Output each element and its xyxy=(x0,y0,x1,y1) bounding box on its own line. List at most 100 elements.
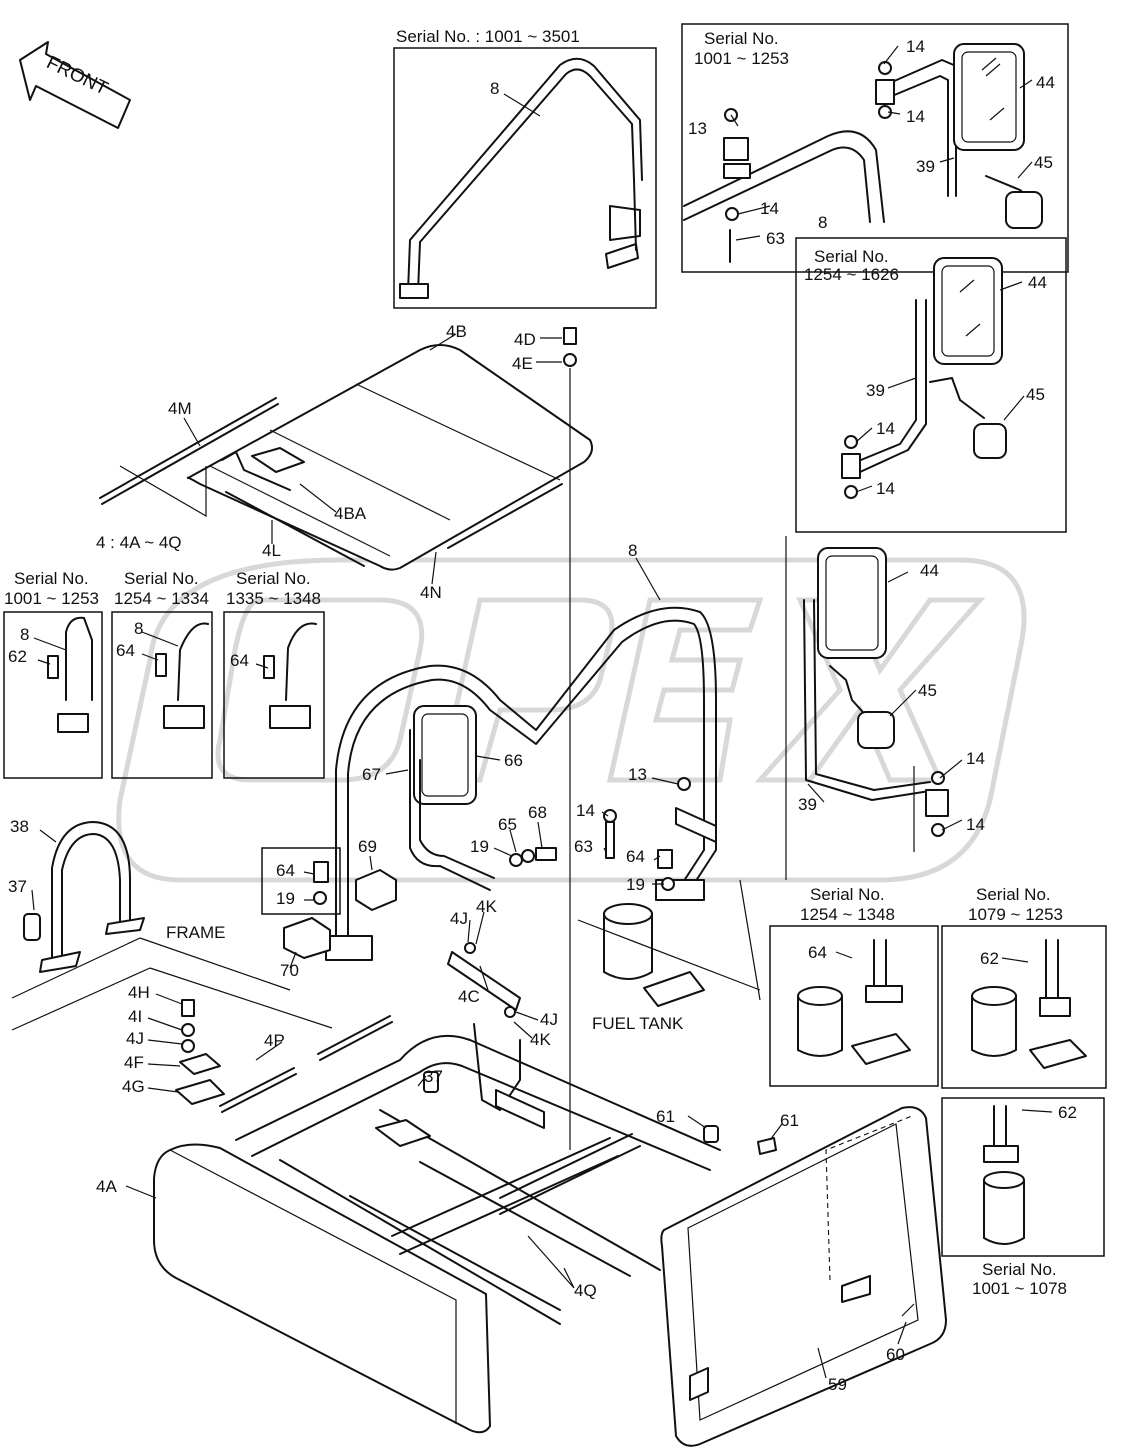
part-label: 14 xyxy=(966,749,985,768)
part-label: 39 xyxy=(916,157,935,176)
bolt-4d xyxy=(563,327,577,1150)
serial-label-l1-2: 1001 ~ 1253 xyxy=(4,589,99,608)
part-label: 66 xyxy=(504,751,523,770)
part-label: 4B xyxy=(446,322,467,341)
serial-label-br3-2: 1001 ~ 1078 xyxy=(972,1279,1067,1298)
part-label: 64 xyxy=(626,847,645,866)
part-label: 4J xyxy=(540,1010,558,1029)
part-label: 4D xyxy=(514,330,536,349)
part-label: 8 xyxy=(490,79,499,98)
part-label: 14 xyxy=(876,479,895,498)
part-label: 14 xyxy=(876,419,895,438)
part-label: 60 xyxy=(886,1345,905,1364)
part-label: 4J xyxy=(126,1029,144,1048)
serial-label-br1-2: 1254 ~ 1348 xyxy=(800,905,895,924)
part-label: 4M xyxy=(168,399,192,418)
part-label: 19 xyxy=(470,837,489,856)
part-label: 68 xyxy=(528,803,547,822)
part-label: 4BA xyxy=(334,504,367,523)
serial-label-l3-1: Serial No. xyxy=(236,569,311,588)
part-label: 4P xyxy=(264,1031,285,1050)
part-label: 8 xyxy=(818,213,827,232)
part-label: 14 xyxy=(906,107,925,126)
fuel-tank-label: FUEL TANK xyxy=(592,1014,684,1033)
serial-box-left-2: Serial No. 1254 ~ 1334 xyxy=(111,569,213,779)
part-label: 4K xyxy=(530,1030,551,1049)
serial-label-tr-b-1: Serial No. xyxy=(814,247,889,266)
part-label: 67 xyxy=(362,765,381,784)
serial-box-left-3: Serial No. 1335 ~ 1348 xyxy=(223,569,325,779)
part-label: 59 xyxy=(828,1375,847,1394)
part-label: 44 xyxy=(1028,273,1047,292)
serial-label-tr-a-1: Serial No. xyxy=(704,29,779,48)
part-label: 45 xyxy=(918,681,937,700)
part-label: 64 xyxy=(808,943,827,962)
part-label: 64 xyxy=(230,651,249,670)
serial-label-l2-1: Serial No. xyxy=(124,569,199,588)
part-label: 70 xyxy=(280,961,299,980)
part-label: 19 xyxy=(626,875,645,894)
part-label: 38 xyxy=(10,817,29,836)
part-number-labels: 8 14 14 44 13 39 45 14 8 63 44 39 45 14 … xyxy=(8,37,1077,1394)
leader-lines xyxy=(31,45,1053,1379)
serial-box-left-1: Serial No. 1001 ~ 1253 xyxy=(3,569,103,779)
serial-label-l1-1: Serial No. xyxy=(14,569,89,588)
serial-label-br1-1: Serial No. xyxy=(810,885,885,904)
part-label: 4J xyxy=(450,909,468,928)
part-label: 4A xyxy=(96,1177,117,1196)
serial-box-top-right-b: Serial No. 1254 ~ 1626 xyxy=(795,237,1067,533)
part-label: 14 xyxy=(966,815,985,834)
part-label: 8 xyxy=(20,625,29,644)
part-label: 4K xyxy=(476,897,497,916)
serial-box-top-center: Serial No. : 1001 ~ 3501 xyxy=(393,27,657,309)
serial-label-top-center: Serial No. : 1001 ~ 3501 xyxy=(396,27,580,46)
part-label: 4Q xyxy=(574,1281,597,1300)
part-label: 14 xyxy=(576,801,595,820)
mirror-44-right xyxy=(785,536,949,880)
serial-label-br3-1: Serial No. xyxy=(982,1260,1057,1279)
part-label: 62 xyxy=(8,647,27,666)
fasteners-65-68 xyxy=(509,777,691,891)
part-label: 13 xyxy=(688,119,707,138)
part-label: 4C xyxy=(458,987,480,1006)
part-label: 4G xyxy=(122,1077,145,1096)
part-label: 39 xyxy=(798,795,817,814)
part-label: 61 xyxy=(780,1111,799,1130)
serial-label-br2-1: Serial No. xyxy=(976,885,1051,904)
part-label: 4L xyxy=(262,541,281,560)
part-label: 64 xyxy=(116,641,135,660)
fuel-tank: FUEL TANK xyxy=(577,879,761,1033)
part-label: 63 xyxy=(766,229,785,248)
part-label: 62 xyxy=(980,949,999,968)
part-label: 4H xyxy=(128,983,150,1002)
stay-4c xyxy=(447,942,521,1018)
main-handrail-8 xyxy=(325,606,717,961)
serial-label-l3-2: 1335 ~ 1348 xyxy=(226,589,321,608)
part-label: 44 xyxy=(1036,73,1055,92)
clamp-69-70 xyxy=(283,869,397,959)
roof-panel-4b xyxy=(99,344,593,571)
guard-rail-38 xyxy=(23,821,145,973)
part-label: 19 xyxy=(276,889,295,908)
part-label: 37 xyxy=(424,1067,443,1086)
frame-label: FRAME xyxy=(166,923,226,942)
part-label: 61 xyxy=(656,1107,675,1126)
part-label: 4N xyxy=(420,583,442,602)
bolt-box-64-19 xyxy=(261,847,341,915)
part-label: 8 xyxy=(134,619,143,638)
rear-panel-59 xyxy=(660,1106,947,1447)
serial-box-bottom-right-1: Serial No. 1254 ~ 1348 xyxy=(769,885,939,1087)
group-note: 4 : 4A ~ 4Q xyxy=(96,533,182,552)
serial-label-tr-b-2: 1254 ~ 1626 xyxy=(804,265,899,284)
serial-label-l2-2: 1254 ~ 1334 xyxy=(114,589,209,608)
part-label: 65 xyxy=(498,815,517,834)
mirror-66 xyxy=(409,705,495,891)
part-label: 4I xyxy=(128,1007,142,1026)
part-label: 13 xyxy=(628,765,647,784)
serial-box-top-right-a: Serial No. 1001 ~ 1253 xyxy=(681,23,1069,273)
part-label: 14 xyxy=(760,199,779,218)
serial-box-bottom-right-3: Serial No. 1001 ~ 1078 xyxy=(941,1097,1105,1298)
plates-4f-4g xyxy=(175,999,225,1105)
part-label: 63 xyxy=(574,837,593,856)
